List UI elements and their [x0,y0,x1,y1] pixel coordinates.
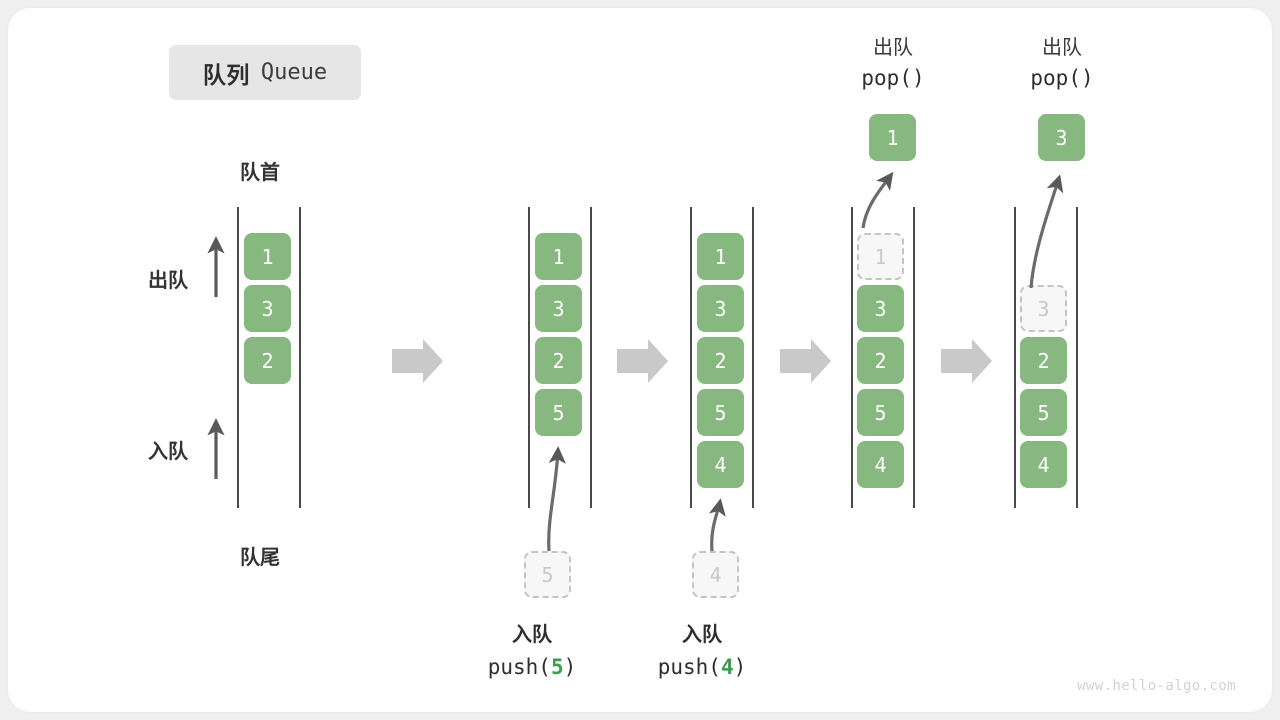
push-5-caption-cn: 入队 [512,624,552,646]
pop-3-caption-code: pop() [1030,66,1094,90]
queue-cell: 4 [1020,441,1067,488]
queue-cell: 5 [1020,389,1067,436]
queue-cell: 2 [697,337,744,384]
queue-rail-right-1 [590,207,592,508]
queue-rail-right-0 [299,207,301,508]
push-4-code-arg: 4 [720,655,734,679]
queue-ghost-cell: 4 [692,551,739,598]
queue-rail-right-2 [752,207,754,508]
push-4-code-suffix: ) [733,655,747,679]
popped-value-cell: 1 [869,114,916,161]
queue-rail-left-4 [1014,207,1016,508]
diagram-title-badge: 队列 Queue [169,45,361,100]
queue-rail-right-3 [913,207,915,508]
queue-cell: 3 [244,285,291,332]
title-english: Queue [260,60,328,85]
pop-3-caption-cn: 出队 [1042,37,1082,59]
popped-value-cell: 3 [1038,114,1085,161]
push-5-caption: 入队 push(5) [432,620,632,684]
dequeue-side-label: 出队 [148,270,188,292]
queue-cell-new: 5 [535,389,582,436]
push-4-caption-cn: 入队 [682,624,722,646]
push-5-caption-code: push(5) [432,651,632,684]
queue-ghost-cell: 5 [524,551,571,598]
queue-cell: 1 [535,233,582,280]
queue-cell-new: 4 [697,441,744,488]
tail-label: 队尾 [240,547,280,569]
queue-cell: 5 [857,389,904,436]
push-5-code-arg: 5 [550,655,564,679]
queue-rail-left-0 [237,207,239,508]
pop-1-caption-cn: 出队 [873,37,913,59]
pop-1-caption-code: pop() [861,66,925,90]
push-5-code-suffix: ) [563,655,577,679]
push-4-caption-code: push(4) [602,651,802,684]
queue-cell: 3 [535,285,582,332]
push-4-code-prefix: push( [657,655,721,679]
queue-cell: 2 [244,337,291,384]
queue-cell: 2 [1020,337,1067,384]
queue-rail-left-3 [851,207,853,508]
head-label: 队首 [240,162,280,184]
queue-ghost-cell: 1 [857,233,904,280]
push-5-code-prefix: push( [487,655,551,679]
title-chinese: 队列 [202,61,250,88]
diagram-card [8,8,1272,712]
pop-3-caption: 出队 pop() [962,33,1162,95]
queue-cell: 4 [857,441,904,488]
queue-cell: 2 [535,337,582,384]
queue-cell: 1 [697,233,744,280]
queue-cell: 1 [244,233,291,280]
queue-cell: 2 [857,337,904,384]
watermark: www.hello-algo.com [1077,678,1236,694]
push-4-caption: 入队 push(4) [602,620,802,684]
queue-rail-right-4 [1076,207,1078,508]
pop-1-caption: 出队 pop() [793,33,993,95]
queue-ghost-cell: 3 [1020,285,1067,332]
queue-rail-left-2 [690,207,692,508]
enqueue-side-label: 入队 [148,441,188,463]
queue-cell: 5 [697,389,744,436]
queue-cell: 3 [857,285,904,332]
queue-rail-left-1 [528,207,530,508]
queue-cell: 3 [697,285,744,332]
